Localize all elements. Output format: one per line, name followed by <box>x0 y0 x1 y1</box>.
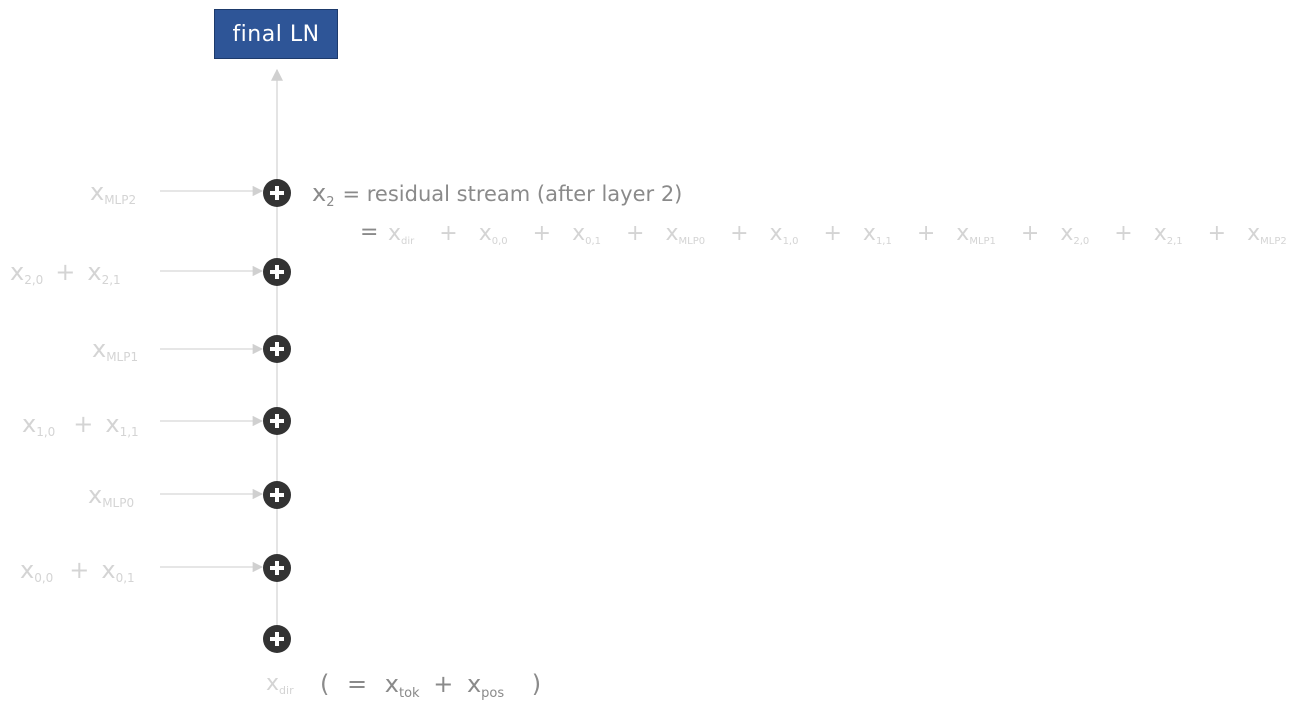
final-ln-label: final LN <box>232 21 320 47</box>
input-label-mlp2: xMLP2 <box>90 178 136 207</box>
input-label-attn0: x0,0+x0,1 <box>20 556 135 585</box>
plus-node <box>263 179 291 207</box>
plus-node <box>263 481 291 509</box>
input-label-attn1: x1,0+x1,1 <box>22 410 139 439</box>
plus-node <box>263 258 291 286</box>
plus-node <box>263 554 291 582</box>
final-ln-box: final LN <box>214 9 338 59</box>
plus-node <box>263 625 291 653</box>
input-label-mlp0: xMLP0 <box>88 481 134 510</box>
input-label-attn2: x2,0+x2,1 <box>10 258 121 287</box>
annotation-equals: = <box>360 220 378 245</box>
plus-node <box>263 407 291 435</box>
input-label-mlp1: xMLP1 <box>92 335 138 364</box>
annotation-main: x2= residual stream (after layer 2) <box>312 179 682 210</box>
bottom-label-xdir: xdir <box>266 671 294 697</box>
bottom-label-definition: ( = xtok + xpos ) <box>320 670 541 703</box>
plus-node <box>263 335 291 363</box>
annotation-expansion: xdir + x0,0 + x0,1 + xMLP0 + x1,0 + x1,1… <box>388 221 1287 250</box>
